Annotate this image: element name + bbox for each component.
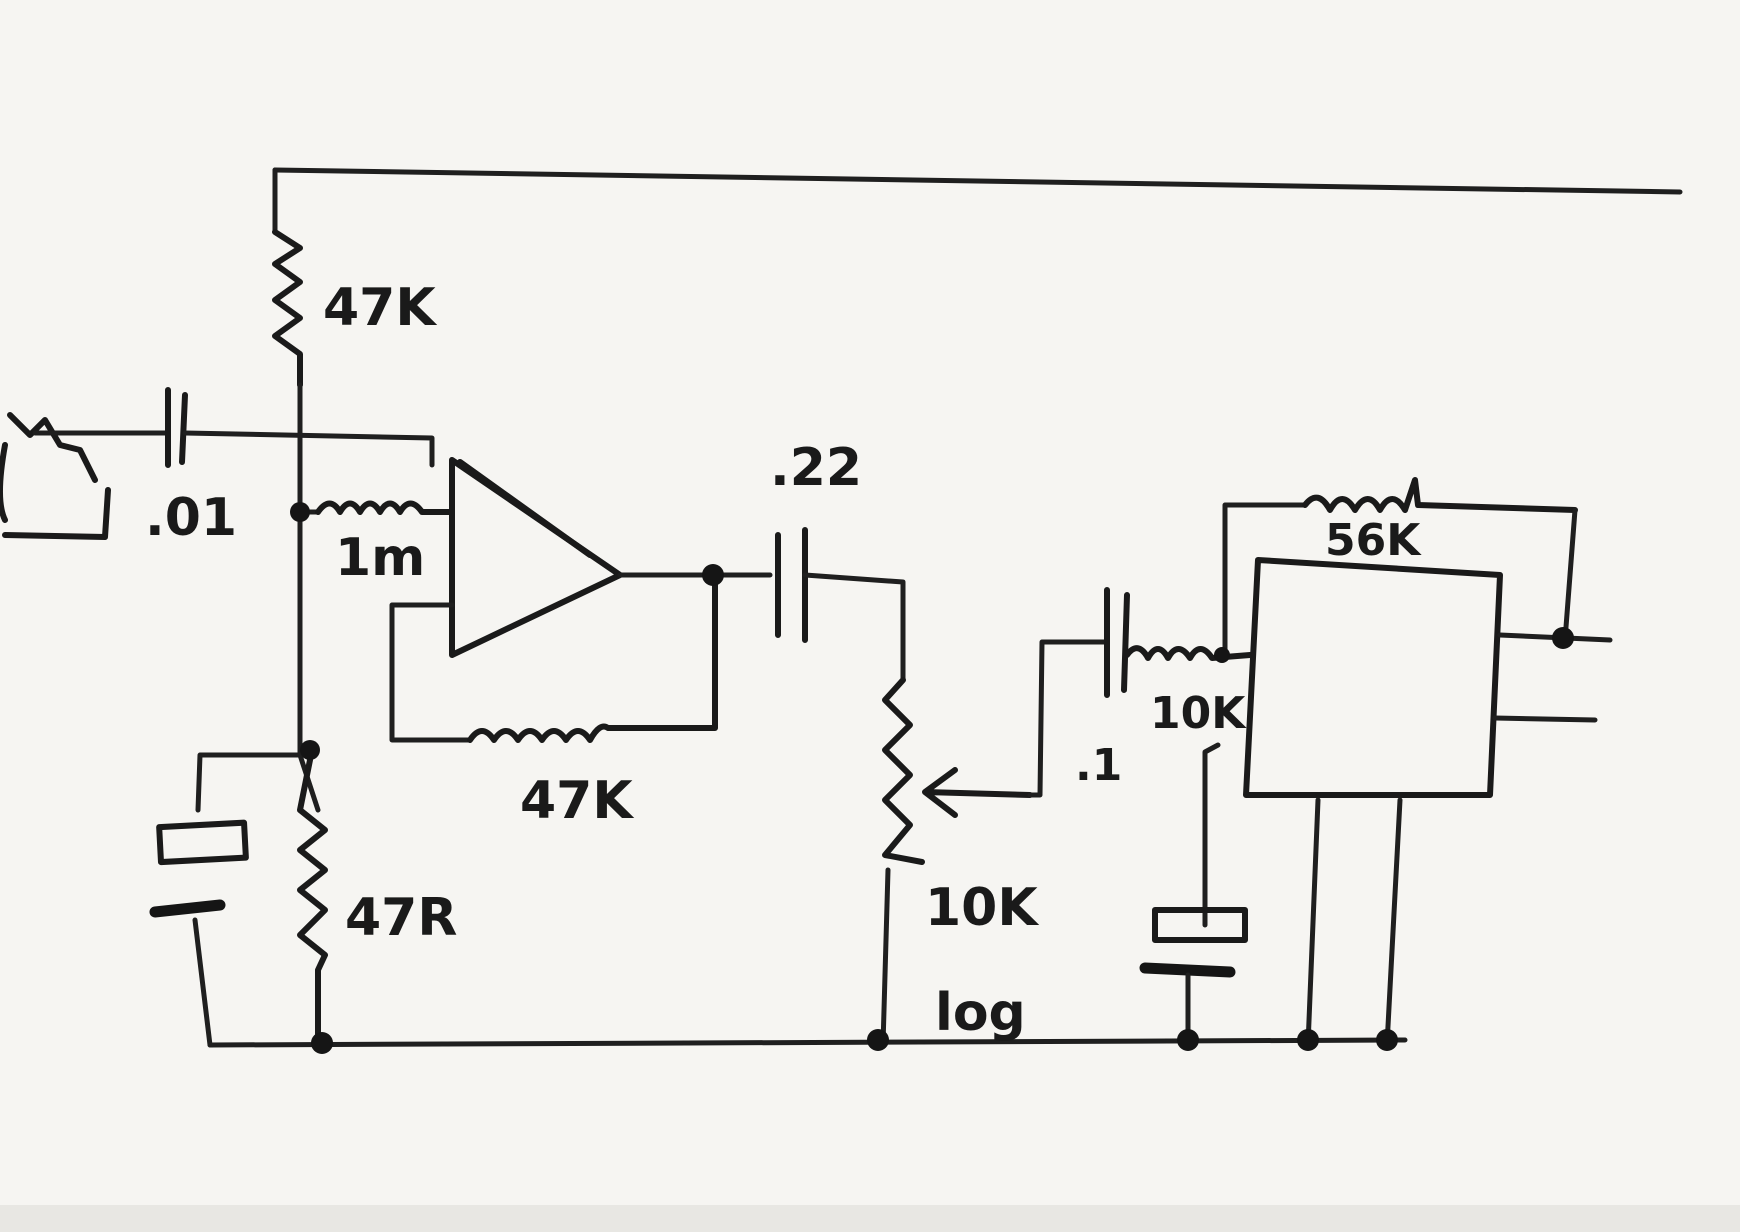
label-r-top: 47K bbox=[323, 278, 437, 338]
ic-aux-wire bbox=[1492, 715, 1598, 723]
electrolytic-cap-bias-plate bbox=[149, 899, 226, 918]
ic-feedback-wire-left bbox=[1222, 502, 1308, 658]
resistor-1m bbox=[315, 500, 455, 515]
resistor-10k-ic-input bbox=[1124, 645, 1253, 661]
junction-dot bbox=[1376, 1029, 1398, 1051]
potentiometer-10k-log bbox=[882, 677, 925, 865]
input-to-opamp-wire bbox=[182, 430, 435, 468]
capacitor-1 bbox=[1104, 587, 1130, 698]
junction-dot bbox=[290, 502, 310, 522]
ic-feedback-wire-right bbox=[1562, 507, 1578, 643]
label-c-in: .01 bbox=[145, 488, 237, 548]
junction-dot bbox=[300, 740, 320, 760]
resistor-47k-feedback bbox=[467, 572, 718, 743]
electrolytic-cap-bias bbox=[156, 819, 249, 866]
junction-dot bbox=[1177, 1029, 1199, 1051]
junction-dot bbox=[702, 564, 724, 586]
label-c-ic: .1 bbox=[1075, 740, 1122, 791]
decoupling-wire bbox=[195, 752, 313, 813]
resistor-47r bbox=[297, 757, 328, 1048]
label-r-ic-in: 10K bbox=[1150, 688, 1247, 739]
resistor-56k bbox=[1302, 477, 1578, 513]
resistor-47k-top bbox=[272, 229, 303, 388]
capacitor-01 bbox=[165, 387, 188, 468]
label-r-ic-fb: 56K bbox=[1325, 515, 1422, 566]
label-r-bottom: 47R bbox=[345, 888, 457, 948]
ic-block bbox=[1243, 557, 1503, 798]
coupling-to-pot-wire bbox=[802, 572, 906, 683]
label-r-bias: 1m bbox=[335, 528, 425, 588]
junction-dot bbox=[1297, 1029, 1319, 1051]
label-c-couple: .22 bbox=[770, 438, 862, 498]
ic-pin-wire-1 bbox=[1202, 742, 1221, 928]
wiper-to-ic-wire bbox=[1027, 639, 1108, 798]
junction-dot bbox=[1214, 647, 1230, 663]
junction-dot bbox=[311, 1032, 333, 1054]
electrolytic-cap-ic-plate bbox=[1139, 962, 1236, 978]
electrolytic-cap-bias-wire bbox=[192, 917, 213, 1048]
electrolytic-cap-ic bbox=[1152, 907, 1248, 943]
label-pot: 10K bbox=[925, 878, 1039, 938]
pot-wiper-arrow bbox=[922, 767, 1033, 818]
label-pot-taper: log bbox=[935, 983, 1026, 1043]
label-r-feedback: 47K bbox=[520, 771, 634, 831]
feedback-wire bbox=[389, 602, 473, 743]
opamp-sketch-line bbox=[457, 459, 593, 558]
capacitor-22 bbox=[775, 527, 808, 643]
pot-bottom-wire bbox=[880, 867, 891, 1048]
ic-pin-wire-2 bbox=[1305, 797, 1321, 1048]
ground-rail bbox=[207, 1037, 1408, 1048]
ic-pin-wire-3 bbox=[1384, 797, 1403, 1048]
junction-dot bbox=[1552, 627, 1574, 649]
supply-rail bbox=[272, 167, 1683, 195]
junction-dot bbox=[867, 1029, 889, 1051]
